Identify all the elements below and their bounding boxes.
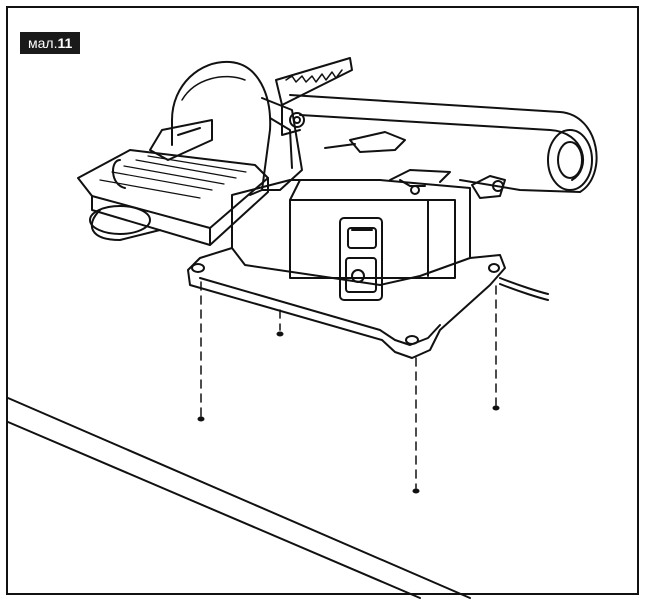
motor-housing: [231, 169, 471, 279]
sander-base: [187, 247, 506, 359]
workbench-edge: [7, 397, 471, 599]
power-cord: [499, 277, 549, 301]
figure-label-prefix: мал.: [28, 35, 58, 51]
mounting-holes: [197, 331, 500, 494]
disc-worktable: [77, 119, 269, 246]
figure-frame: [6, 6, 639, 595]
power-switch-panel: [339, 217, 383, 301]
sanding-belt: [275, 57, 598, 199]
figure-label: мал.11: [20, 32, 81, 54]
mounting-guide-lines: [200, 281, 497, 489]
figure-label-number: 11: [57, 35, 73, 51]
